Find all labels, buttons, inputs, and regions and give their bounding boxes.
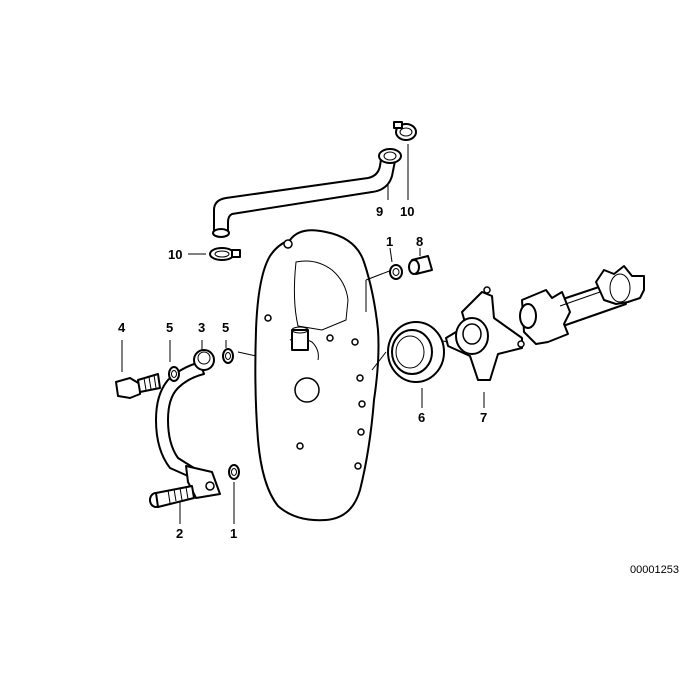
callout-1-bottom: 1 (230, 526, 237, 541)
callout-9: 9 (376, 204, 383, 219)
breather-hose (212, 148, 402, 238)
callout-7: 7 (480, 410, 487, 425)
hose-clamp-top (393, 121, 417, 141)
callout-8: 8 (416, 234, 423, 249)
callout-2: 2 (176, 526, 183, 541)
callout-4: 4 (118, 320, 126, 335)
mounting-bolt (149, 485, 195, 508)
callout-10-right: 10 (400, 204, 414, 219)
callout-10-left: 10 (168, 247, 182, 262)
callout-1-top: 1 (386, 234, 393, 249)
washer-right (222, 348, 234, 364)
washer-bottom (228, 464, 240, 480)
callout-5-right: 5 (222, 320, 229, 335)
hose-clamp-bottom (209, 247, 241, 261)
callout-5-left: 5 (166, 320, 173, 335)
diagram-reference-number: 00001253 (630, 564, 679, 576)
housing-cover (254, 229, 380, 522)
washer-left (168, 366, 180, 382)
shaft-seal (387, 321, 445, 383)
output-shaft (519, 265, 645, 345)
washer-top (389, 264, 403, 280)
banjo-bolt (115, 373, 161, 399)
oil-pipe (155, 349, 221, 499)
bushing (408, 255, 433, 275)
coupling-flange (445, 286, 525, 381)
callout-6: 6 (418, 410, 425, 425)
callout-3: 3 (198, 320, 205, 335)
